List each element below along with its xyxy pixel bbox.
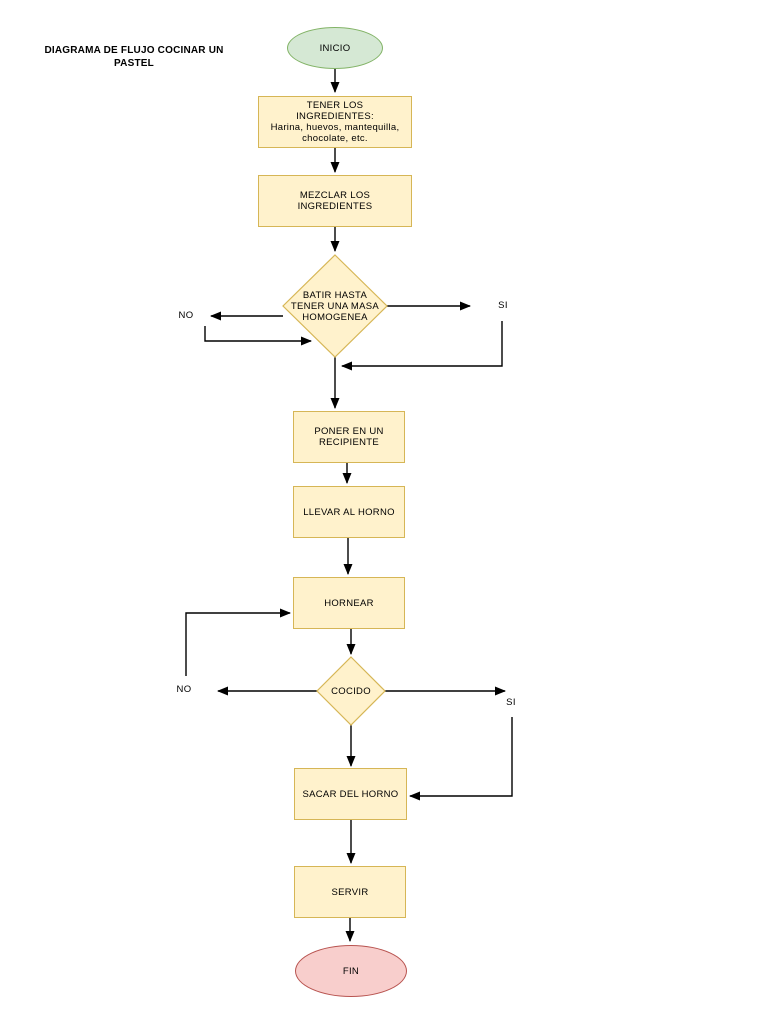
start-node-label: INICIO — [319, 42, 351, 54]
edge-label-batir-si: SI — [498, 300, 508, 311]
start-node: INICIO — [287, 27, 383, 69]
decision-batir-label: BATIR HASTA TENER UNA MASA HOMOGENEA — [283, 255, 387, 357]
decision-batir-shape — [282, 254, 388, 358]
process-hornear-label: HORNEAR — [324, 597, 374, 609]
edge-batir-no-return — [204, 326, 312, 346]
edge-batir-si-down — [341, 321, 503, 371]
process-ingredients-line4: chocolate, etc. — [302, 133, 368, 144]
process-ingredients-line1: TENER LOS — [306, 100, 364, 111]
process-sacar-horno: SACAR DEL HORNO — [294, 768, 407, 820]
process-mezclar-line1: MEZCLAR LOS — [299, 190, 371, 201]
decision-batir-line3: HOMOGENEA — [302, 311, 368, 323]
page-title-line1: DIAGRAMA DE FLUJO COCINAR UN — [44, 45, 224, 56]
page-title: DIAGRAMA DE FLUJO COCINAR UN PASTEL — [20, 44, 248, 70]
process-mezclar-line2: INGREDIENTES — [297, 201, 373, 212]
decision-batir-line2: TENER UNA MASA — [290, 300, 380, 312]
edge-label-batir-no: NO — [178, 310, 194, 321]
process-recipiente-line2: RECIPIENTE — [318, 437, 379, 448]
end-node-label: FIN — [342, 965, 360, 977]
decision-batir-line1: BATIR HASTA — [302, 289, 368, 301]
process-recipiente: PONER EN UN RECIPIENTE — [293, 411, 405, 463]
decision-cocido-label: COCIDO — [317, 657, 385, 725]
process-llevar-horno: LLEVAR AL HORNO — [293, 486, 405, 538]
process-hornear: HORNEAR — [293, 577, 405, 629]
process-servir: SERVIR — [294, 866, 406, 918]
process-ingredients-line3: Harina, huevos, mantequilla, — [270, 122, 400, 133]
decision-cocido-shape — [316, 656, 386, 726]
process-llevar-horno-label: LLEVAR AL HORNO — [303, 506, 395, 518]
process-sacar-horno-label: SACAR DEL HORNO — [302, 788, 399, 800]
edge-cocido-si-down-to-sacar — [409, 717, 513, 801]
edge-label-cocido-si: SI — [506, 697, 516, 708]
process-servir-label: SERVIR — [331, 886, 369, 898]
process-ingredients-line2: INGREDIENTES: — [296, 111, 374, 122]
decision-cocido-text: COCIDO — [331, 685, 371, 697]
process-mezclar: MEZCLAR LOS INGREDIENTES — [258, 175, 412, 227]
edge-label-cocido-no: NO — [176, 684, 192, 695]
end-node: FIN — [295, 945, 407, 997]
page-title-line2: PASTEL — [114, 58, 154, 69]
process-recipiente-line1: PONER EN UN — [314, 426, 384, 437]
process-ingredients: TENER LOS INGREDIENTES: Harina, huevos, … — [258, 96, 412, 148]
edge-cocido-no-return-to-hornear — [185, 608, 291, 676]
